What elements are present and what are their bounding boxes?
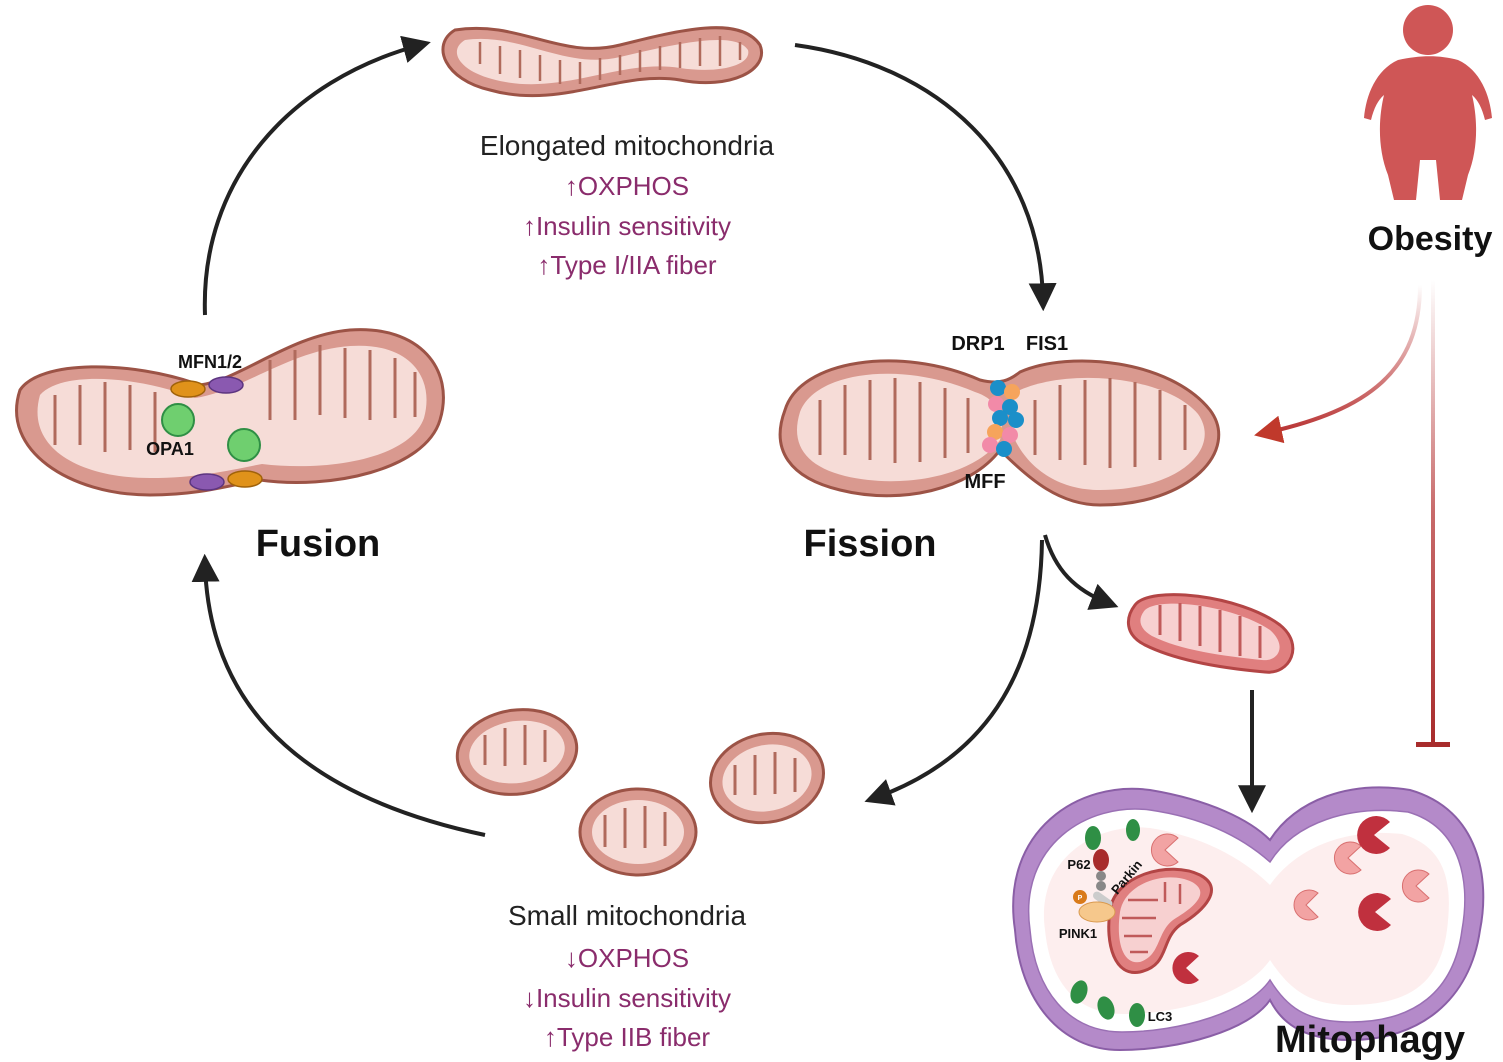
small-effect-2: ↓Insulin sensitivity: [523, 983, 731, 1013]
mfn-label: MFN1/2: [178, 352, 242, 372]
lysosome-icon: [1401, 869, 1430, 903]
pink1-protein: [1078, 901, 1116, 923]
lysosome-icon: [1358, 893, 1391, 931]
elongated-mitochondrion: [441, 26, 763, 98]
text-labels: Elongated mitochondria ↑OXPHOS ↑Insulin …: [146, 130, 1492, 1061]
lysosome-icon: [1357, 816, 1390, 854]
fission-label: Fission: [803, 523, 936, 565]
lc3-protein: [1129, 1003, 1145, 1027]
lc3-label: LC3: [1148, 1009, 1173, 1024]
elongated-effect-2: ↑Insulin sensitivity: [523, 211, 731, 241]
arrow-fission-to-small: [864, 539, 1044, 806]
lysosomes: [1150, 816, 1430, 984]
arrow-fission-to-damaged: [1043, 534, 1119, 610]
arrow-elongated-to-fission: [794, 43, 1057, 312]
fusion-proteins: [161, 376, 263, 491]
fis1-label: FIS1: [1026, 333, 1068, 355]
opa1-label: OPA1: [146, 439, 194, 459]
lysosome-icon: [1150, 833, 1179, 867]
damaged-mitochondrion: [1126, 593, 1295, 674]
phospho-label: P: [1078, 895, 1083, 902]
fission-proteins: [982, 380, 1024, 457]
mitophagy-label: Mitophagy: [1275, 1019, 1465, 1061]
lc3-protein: [1097, 996, 1115, 1020]
mfn-protein-orange-bottom: [227, 470, 263, 488]
mfn-protein-orange-top: [170, 380, 206, 398]
obesity-promotes-fission-arrow: [1254, 284, 1422, 444]
arrow-small-to-fusion: [191, 553, 486, 837]
small-mito-3: [709, 731, 825, 825]
opa1-protein-right: [227, 428, 261, 462]
lc3-protein: [1126, 819, 1140, 841]
mfn-protein-purple-top: [208, 376, 244, 394]
mitophagy-proteins: [1070, 819, 1145, 1027]
mfn-protein-purple-bottom: [189, 473, 225, 491]
lc3-protein: [1070, 980, 1088, 1004]
lysosome-icon: [1333, 841, 1362, 875]
engulfed-mitochondrion: [1107, 867, 1213, 974]
small-mitochondria: [455, 708, 825, 877]
small-effect-3: ↑Type IIB fiber: [544, 1022, 711, 1052]
mff-label: MFF: [964, 471, 1005, 493]
cycle-arrows: [191, 35, 1266, 837]
lysosome-icon: [1293, 889, 1319, 921]
small-mito-1: [455, 708, 579, 796]
obesity-person-icon: [1364, 5, 1492, 200]
arrow-fusion-to-elongated: [202, 35, 431, 316]
phospho-p-icon: [1073, 890, 1087, 904]
drp1-label: DRP1: [951, 333, 1004, 355]
elongated-effect-3: ↑Type I/IIA fiber: [537, 250, 717, 280]
small-title: Small mitochondria: [508, 900, 747, 931]
fusion-label: Fusion: [256, 523, 381, 565]
pink1-label: PINK1: [1059, 926, 1097, 941]
small-mito-2: [578, 787, 698, 877]
opa1-protein-left: [161, 403, 195, 437]
fusion-mitochondrion: [15, 328, 445, 497]
lc3-protein: [1085, 826, 1101, 850]
p62-label: P62: [1067, 857, 1090, 872]
elongated-title: Elongated mitochondria: [480, 130, 775, 161]
p62-protein: [1093, 849, 1109, 871]
lysosome-icon: [1172, 952, 1199, 984]
elongated-effect-1: ↑OXPHOS: [565, 171, 689, 201]
obesity-inhibits-mitophagy: [1416, 280, 1450, 747]
small-effect-1: ↓OXPHOS: [565, 943, 689, 973]
obesity-label: Obesity: [1368, 220, 1493, 258]
